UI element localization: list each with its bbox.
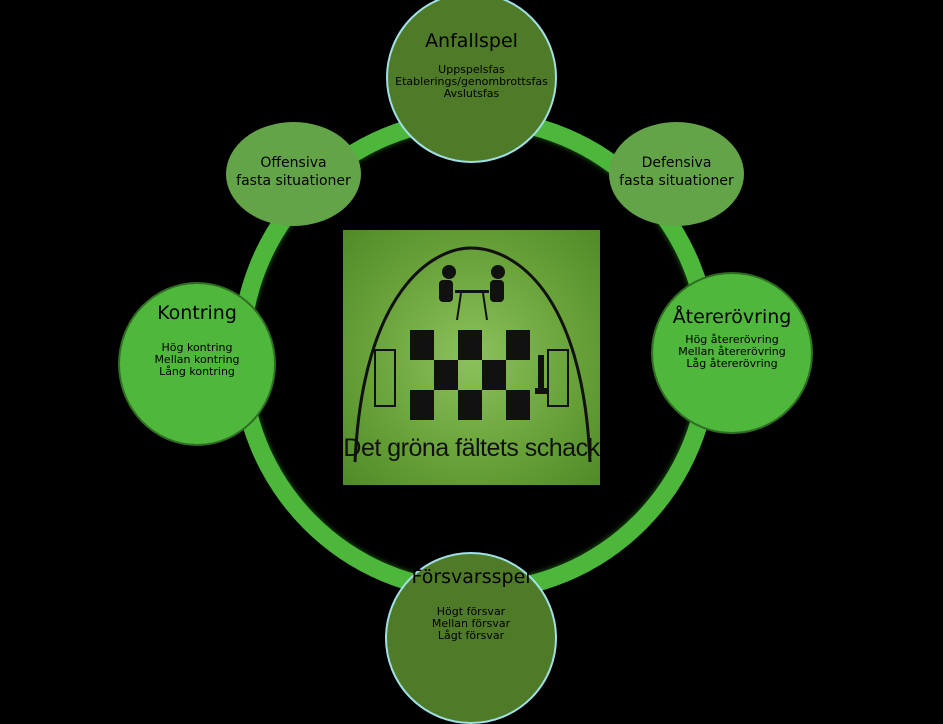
node-defensiva-fasta: Defensiva fasta situationer bbox=[609, 122, 744, 226]
node-item: Högt försvar bbox=[436, 605, 506, 618]
node-item: Uppspelsfas bbox=[438, 63, 505, 76]
node-item: Hög kontring bbox=[161, 341, 233, 354]
logo-text: Det gröna fältets schack bbox=[343, 434, 600, 462]
node-item: Etablerings/genombrottsfas bbox=[395, 75, 548, 88]
node-item: Mellan återerövring bbox=[678, 345, 786, 358]
node-anfallspel: Anfallspel Uppspelsfas Etablerings/genom… bbox=[386, 0, 557, 163]
node-item: Lågt försvar bbox=[437, 629, 505, 642]
node-title: Återerövring bbox=[672, 306, 792, 328]
node-item: Avslutsfas bbox=[443, 87, 500, 100]
node-title: fasta situationer bbox=[236, 173, 351, 189]
node-title: fasta situationer bbox=[619, 173, 734, 189]
node-item: Hög återerövring bbox=[685, 333, 779, 346]
center-logo: Det gröna fältets schack bbox=[343, 230, 600, 485]
chess-field-logo-graphic bbox=[353, 246, 592, 463]
node-item: Mellan försvar bbox=[431, 617, 511, 630]
node-item: Mellan kontring bbox=[154, 353, 240, 366]
node-kontring: Kontring Hög kontring Mellan kontring Lå… bbox=[118, 282, 276, 446]
node-forsvarsspel: Försvarsspel Högt försvar Mellan försvar… bbox=[385, 552, 557, 724]
node-title: Offensiva bbox=[260, 155, 327, 171]
node-offensiva-fasta: Offensiva fasta situationer bbox=[226, 122, 361, 226]
node-atererovring: Återerövring Hög återerövring Mellan åte… bbox=[651, 272, 813, 434]
node-item: Låg återerövring bbox=[686, 357, 778, 370]
node-title: Kontring bbox=[157, 302, 237, 324]
node-title: Anfallspel bbox=[425, 30, 518, 52]
node-title: Försvarsspel bbox=[411, 566, 531, 588]
node-item: Lång kontring bbox=[159, 365, 235, 378]
node-title: Defensiva bbox=[641, 155, 712, 171]
